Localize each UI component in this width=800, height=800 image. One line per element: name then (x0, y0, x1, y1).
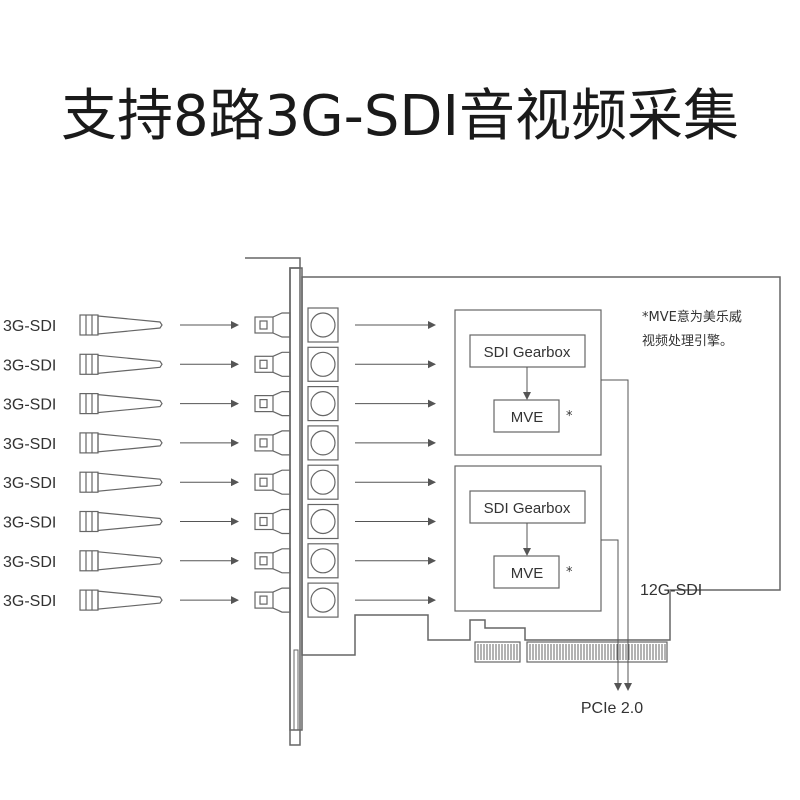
mve-asterisk-1: * (566, 409, 573, 424)
input-label: 3G-SDI (3, 475, 56, 492)
input-label: 3G-SDI (3, 515, 56, 532)
input-row-2: 3G-SDI (3, 346, 436, 382)
mve-label-2: MVE (511, 565, 544, 582)
bnc-cable-icon (79, 393, 163, 415)
bnc-cable-icon (79, 471, 163, 493)
mve-box-1 (493, 399, 560, 433)
bnc-connector-icon (254, 508, 291, 535)
bnc-connector-icon (254, 351, 291, 377)
gearbox-label-2: SDI Gearbox (484, 500, 571, 517)
bnc-cable-icon (79, 550, 163, 572)
page-title: 支持8路3G-SDI音视频采集 (60, 84, 740, 149)
input-row-4: 3G-SDI (3, 425, 436, 461)
mve-asterisk-2: * (566, 565, 573, 580)
input-row-5: 3G-SDI (3, 464, 436, 500)
processing-block-1: SDI Gearbox MVE * (454, 309, 602, 456)
input-row-6: 3G-SDI (3, 503, 436, 540)
bnc-jack-icon (307, 386, 339, 422)
bnc-connector-icon (254, 430, 291, 456)
pcie-label: PCIe 2.0 (581, 700, 643, 717)
input-label: 3G-SDI (3, 593, 56, 610)
mve-box-2 (493, 555, 560, 589)
input-row-3: 3G-SDI (3, 386, 436, 422)
bnc-jack-icon (307, 425, 339, 461)
processing-block-2: SDI Gearbox MVE * (454, 465, 602, 612)
bnc-connector-icon (254, 548, 291, 574)
bnc-jack-icon (307, 346, 339, 382)
pcb-board-outline (301, 276, 781, 656)
output-12g-label: 12G-SDI (640, 582, 702, 599)
bnc-jack-icon (307, 464, 339, 500)
bnc-jack-icon (307, 582, 339, 618)
gearbox-label-1: SDI Gearbox (484, 344, 571, 361)
input-label: 3G-SDI (3, 436, 56, 453)
input-row-1: 3G-SDI (3, 307, 436, 343)
bnc-connector-icon (254, 312, 291, 338)
input-label: 3G-SDI (3, 357, 56, 374)
bnc-jack-icon (307, 503, 339, 540)
bracket (245, 257, 303, 746)
input-label: 3G-SDI (3, 397, 56, 414)
output-lines (601, 379, 632, 691)
mve-note-line-2: 视频处理引擎。 (642, 334, 733, 349)
bnc-cable-icon (79, 589, 163, 611)
mve-note-line-1: *MVE意为美乐威 (642, 309, 742, 325)
bnc-connector-icon (254, 587, 291, 613)
input-label: 3G-SDI (3, 318, 56, 335)
mve-label-1: MVE (511, 409, 544, 426)
bnc-connector-icon (254, 469, 291, 495)
input-row-8: 3G-SDI (3, 582, 436, 618)
bnc-jack-icon (307, 543, 339, 579)
pcie-connector (474, 641, 668, 663)
bnc-jack-icon (307, 307, 339, 343)
bnc-connector-icon (254, 391, 291, 417)
bnc-cable-icon (79, 353, 163, 375)
input-row-7: 3G-SDI (3, 543, 436, 579)
bnc-cable-icon (79, 314, 163, 336)
input-label: 3G-SDI (3, 554, 56, 571)
bnc-cable-icon (79, 510, 163, 533)
bnc-cable-icon (79, 432, 163, 454)
